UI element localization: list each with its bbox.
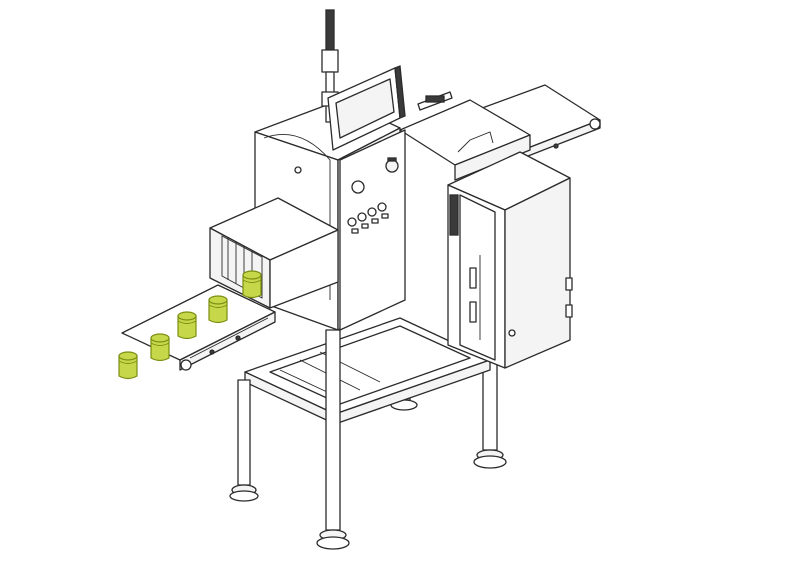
product-jar — [177, 311, 197, 340]
left-leg — [229, 379, 259, 502]
rear-leg-right — [473, 359, 507, 469]
control-panel — [339, 129, 406, 331]
tunnel-lid — [399, 99, 531, 181]
product-jar — [118, 351, 138, 380]
side-door — [449, 194, 496, 361]
base-frame — [244, 317, 491, 425]
product-jars — [118, 270, 262, 380]
touchscreen-monitor — [327, 65, 406, 151]
product-jar — [150, 333, 170, 362]
product-jar — [242, 270, 262, 299]
monitor-arm-bracket — [417, 91, 453, 111]
front-leg — [316, 329, 350, 550]
product-jar — [208, 295, 228, 324]
